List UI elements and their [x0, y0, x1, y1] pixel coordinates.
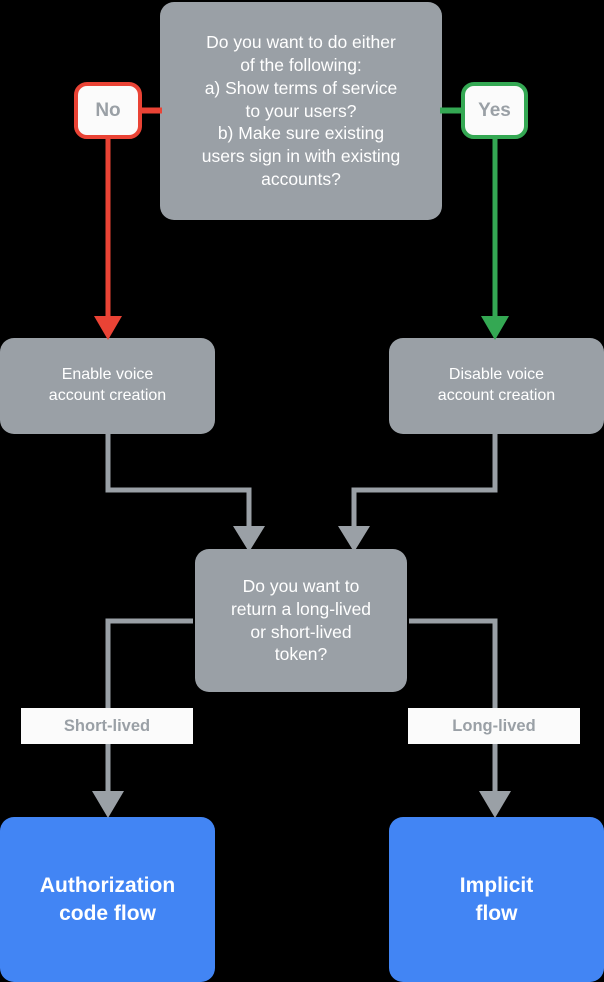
- outcome-node-implicit-flow: Implicit flow: [389, 817, 604, 982]
- edge-label-short-lived: Short-lived: [21, 708, 193, 744]
- branch-badge-no: No: [74, 82, 142, 139]
- outcome-node-authorization-code-flow: Authorization code flow: [0, 817, 215, 982]
- process-node-enable-voice-account-creation: Enable voice account creation: [0, 338, 215, 434]
- edge-label-long-lived: Long-lived: [408, 708, 580, 744]
- process-node-disable-voice-account-creation: Disable voice account creation: [389, 338, 604, 434]
- branch-badge-yes: Yes: [461, 82, 528, 139]
- arrowhead-no-down: [94, 316, 122, 340]
- connector-enable-to-token: [105, 434, 252, 530]
- decision-node-account-linking-question: Do you want to do either of the followin…: [160, 2, 442, 220]
- arrowhead-token-to-auth-code: [92, 791, 124, 818]
- connector-disable-to-token: [351, 434, 498, 530]
- arrowhead-yes-down: [481, 316, 509, 340]
- decision-node-token-lifetime-question: Do you want to return a long-lived or sh…: [195, 549, 407, 692]
- arrowhead-token-to-implicit: [479, 791, 511, 818]
